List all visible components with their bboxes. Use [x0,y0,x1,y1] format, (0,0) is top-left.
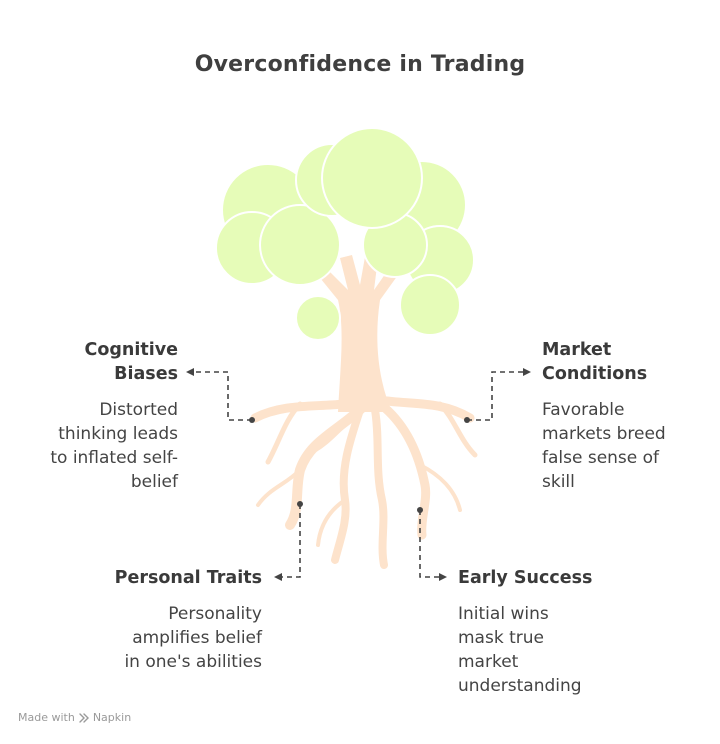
label-personal-traits: Personal Traits [114,568,262,588]
dot-cognitive-biases [249,417,255,423]
label-early-success: Early Success [458,568,593,588]
diagram-title: Overconfidence in Trading [194,52,526,77]
label-market-conditions: Market Conditions [542,340,648,384]
desc-personal-traits: Personality amplifies belief in one's ab… [124,604,262,672]
napkin-logo-icon [79,712,89,723]
dot-early-success [417,507,423,513]
connector-early-success [419,510,440,578]
arrow-market-conditions [523,368,531,376]
footer-made-with: Made with [18,711,75,724]
connector-cognitive-biases [192,371,252,421]
arrow-personal-traits [274,573,282,581]
tree-foliage [215,127,475,341]
tree-roots [250,395,478,569]
dot-personal-traits [297,501,303,507]
dot-market-conditions [464,417,470,423]
desc-cognitive-biases: Distorted thinking leads to inflated sel… [50,400,178,492]
connector-market-conditions [467,371,524,421]
footer-brand: Napkin [92,711,132,724]
desc-early-success: Initial wins mask true market understand… [458,604,582,696]
label-cognitive-biases: Cognitive Biases [84,340,179,384]
connector-personal-traits [280,504,301,578]
connector-dots [249,417,470,513]
arrow-early-success [439,573,447,581]
desc-market-conditions: Favorable markets breed false sense of s… [542,400,666,492]
tree-trunk [312,240,403,412]
arrow-cognitive-biases [186,368,194,376]
footer-attribution: Made with Napkin [18,711,131,724]
connectors [192,371,524,578]
connector-arrowheads [186,368,531,581]
